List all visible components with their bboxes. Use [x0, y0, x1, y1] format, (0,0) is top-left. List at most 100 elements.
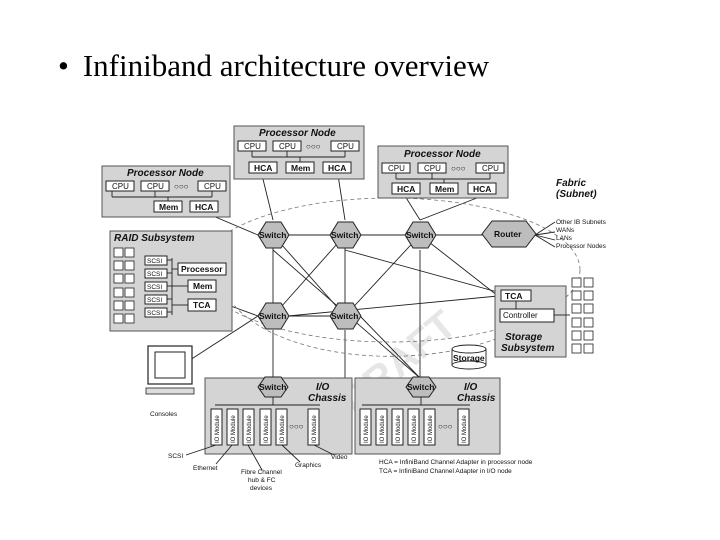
mem-label: Mem — [193, 281, 213, 291]
chassis-label: Chassis — [308, 393, 347, 404]
dots: ○○○ — [438, 422, 453, 431]
io-fibre-2: hub & FC — [248, 477, 276, 484]
hca-label: HCA — [195, 202, 213, 212]
other-subnets-0: Other IB Subnets — [556, 219, 607, 226]
cpu-label: CPU — [147, 182, 164, 191]
dots: ○○○ — [289, 422, 304, 431]
cpu-label: CPU — [204, 182, 221, 191]
hca-label: HCA — [473, 184, 491, 194]
switch-label: Switch — [406, 230, 433, 240]
hca-label: HCA — [397, 184, 415, 194]
legend-tca: TCA = InfiniBand Channel Adapter in I/O … — [379, 468, 512, 475]
mem-label: Mem — [159, 202, 179, 212]
controller-label: Controller — [503, 311, 538, 320]
storage-title-2: Subsystem — [501, 343, 554, 354]
cpu-label: CPU — [424, 164, 441, 173]
io-ethernet: Ethernet — [193, 465, 218, 472]
tca-label: TCA — [505, 291, 522, 301]
cpu-label: CPU — [482, 164, 499, 173]
tca-label: TCA — [193, 300, 210, 310]
switch-4 — [257, 302, 290, 330]
processor-node-right: Processor Node CPU CPU ○○○ CPU HCA Mem H… — [377, 145, 509, 199]
processor-label: Processor — [181, 264, 223, 274]
switches: Switch Switch Switch Switch Switch Route… — [257, 220, 537, 330]
hca-label: HCA — [328, 163, 346, 173]
proc-top-title: Processor Node — [259, 128, 336, 139]
processor-node-left: Processor Node CPU CPU ○○○ CPU Mem HCA — [101, 165, 231, 218]
chassis-label: Chassis — [457, 393, 496, 404]
other-subnets-1: WANs — [556, 227, 575, 234]
module-label: IO Module — [247, 415, 253, 443]
io-fibre-3: devices — [250, 485, 273, 492]
raid-title: RAID Subsystem — [114, 233, 195, 244]
module-label: IO Module — [364, 415, 370, 443]
module-label: IO Module — [462, 415, 468, 443]
mem-label: Mem — [291, 163, 311, 173]
router-label: Router — [494, 229, 522, 239]
dots: ○○○ — [306, 142, 321, 151]
scsi-label: SCSI — [147, 284, 162, 291]
subnet-label: (Subnet) — [556, 189, 597, 200]
router — [481, 220, 537, 248]
io-scsi: SCSI — [168, 453, 183, 460]
consoles-label: Consoles — [150, 411, 178, 418]
io-chassis-left: Switch I/O Chassis IO Module IO Module I… — [204, 376, 353, 455]
module-label: IO Module — [264, 415, 270, 443]
switch-1 — [257, 221, 290, 249]
module-label: IO Module — [312, 415, 318, 443]
scsi-label: SCSI — [147, 310, 162, 317]
module-label: IO Module — [428, 415, 434, 443]
slide-title: • Infiniband architecture overview — [58, 48, 489, 84]
processor-node-top: Processor Node CPU CPU ○○○ CPU HCA Mem H… — [233, 125, 365, 180]
module-label: IO Module — [396, 415, 402, 443]
hca-label: HCA — [254, 163, 272, 173]
other-subnets-3: Processor Nodes — [556, 243, 607, 250]
module-label: IO Module — [412, 415, 418, 443]
other-subnets-2: LANs — [556, 235, 573, 242]
switch-label: Switch — [331, 311, 358, 321]
io-graphics: Graphics — [295, 462, 322, 469]
cpu-label: CPU — [388, 164, 405, 173]
io-video: Video — [331, 454, 348, 461]
cpu-label: CPU — [112, 182, 129, 191]
io-modules-right — [359, 408, 470, 446]
fabric-outline — [199, 197, 581, 343]
cpu-label: CPU — [337, 142, 354, 151]
scsi-label: SCSI — [147, 271, 162, 278]
switch-label: Switch — [259, 382, 286, 392]
storage-label: Storage — [453, 353, 485, 363]
io-label: I/O — [316, 382, 330, 393]
switch-label: Switch — [407, 382, 434, 392]
dots: ○○○ — [451, 164, 466, 173]
scsi-label: SCSI — [147, 258, 162, 265]
storage-title-1: Storage — [505, 332, 543, 343]
switch-3 — [404, 221, 437, 249]
module-label: IO Module — [280, 415, 286, 443]
proc-right-title: Processor Node — [404, 149, 481, 160]
io-fibre-1: Fibre Channel — [241, 469, 282, 476]
io-device-links — [185, 444, 335, 471]
module-label: IO Module — [380, 415, 386, 443]
raid-disks — [113, 247, 135, 324]
module-label: IO Module — [231, 415, 237, 443]
raid-subsystem: RAID Subsystem SCSI SCSI SCSI SCSI SCSI … — [109, 230, 233, 332]
switch-label: Switch — [331, 230, 358, 240]
io-chassis-right: Switch I/O Chassis IO Module IO Module I… — [354, 376, 501, 455]
storage-subsystem: TCA Controller Storage Subsystem — [494, 277, 594, 358]
bullet: • — [58, 48, 69, 83]
legend-hca: HCA = InfiniBand Channel Adapter in proc… — [379, 459, 533, 466]
switch-2 — [329, 221, 362, 249]
fabric-label: Fabric — [556, 178, 586, 189]
cpu-label: CPU — [279, 142, 296, 151]
mem-label: Mem — [435, 184, 455, 194]
storage-disks — [571, 277, 594, 354]
title-text: Infiniband architecture overview — [82, 48, 490, 83]
cpu-label: CPU — [244, 142, 261, 151]
dots: ○○○ — [174, 182, 189, 191]
proc-left-title: Processor Node — [127, 168, 204, 179]
io-modules-left — [210, 408, 320, 446]
switch-label: Switch — [259, 230, 286, 240]
switch-label: Switch — [259, 311, 286, 321]
io-label: I/O — [464, 382, 478, 393]
storage-cylinder: Storage — [451, 344, 487, 370]
